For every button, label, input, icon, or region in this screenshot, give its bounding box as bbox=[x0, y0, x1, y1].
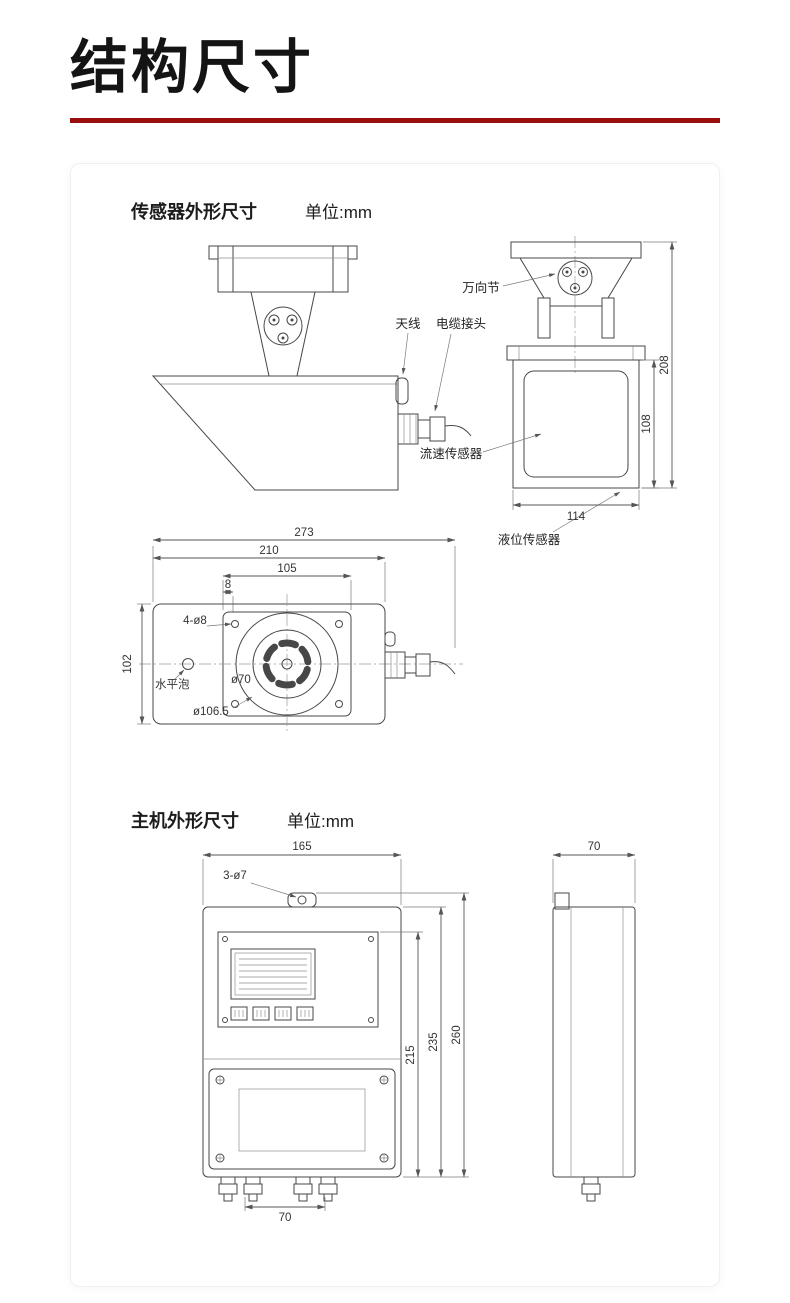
title-underline bbox=[70, 118, 720, 123]
level-bubble-leader bbox=[174, 669, 185, 680]
host-enclosure bbox=[202, 906, 402, 1178]
dim-8: 8 bbox=[222, 579, 234, 612]
cable-connector-side bbox=[397, 413, 472, 445]
cable-gland bbox=[243, 1176, 263, 1202]
dim-210-label: 210 bbox=[259, 545, 278, 557]
universal-joint-front bbox=[557, 260, 593, 296]
dim-8-label: 8 bbox=[225, 579, 231, 591]
host-section-title: 主机外形尺寸 bbox=[131, 811, 239, 831]
vent-grille bbox=[139, 594, 463, 734]
cable-gland bbox=[218, 1176, 238, 1202]
dim-260: 260 bbox=[316, 892, 469, 1178]
mount-holes-leader bbox=[206, 622, 232, 627]
cable-connector-bottom bbox=[384, 631, 456, 679]
page-title: 结构尺寸 bbox=[70, 35, 315, 100]
lcd-screen bbox=[230, 948, 316, 1000]
level-sensor-leader bbox=[552, 491, 621, 533]
dim-215-label: 215 bbox=[405, 1045, 417, 1064]
antenna-side bbox=[395, 377, 409, 405]
dim-260-label: 260 bbox=[451, 1025, 463, 1044]
level-sensor-label: 液位传感器 bbox=[498, 532, 561, 547]
antenna-leader bbox=[401, 332, 409, 375]
dim-114: 114 bbox=[512, 490, 640, 523]
dim-208: 208 bbox=[643, 241, 677, 489]
host-holes-leader bbox=[250, 882, 297, 898]
host-side-view: 70 bbox=[552, 841, 636, 1202]
host-front-view: 165 3-ø7 bbox=[202, 841, 469, 1224]
terminal-blocks bbox=[230, 1006, 314, 1021]
door-screws bbox=[215, 1075, 389, 1163]
sensor-drawing: 天线 电缆接头 bbox=[122, 236, 677, 734]
dim-108: 108 bbox=[641, 359, 659, 489]
universal-joint-leader bbox=[502, 273, 556, 287]
host-drawing: 165 3-ø7 bbox=[202, 841, 636, 1224]
mount-bracket-front bbox=[510, 241, 642, 339]
level-bubble bbox=[182, 658, 194, 670]
cable-glands bbox=[218, 1176, 338, 1202]
mount-bracket bbox=[208, 245, 358, 293]
circle-inner-label: ø70 bbox=[231, 674, 251, 686]
dim-165-label: 165 bbox=[292, 841, 311, 853]
dim-235-label: 235 bbox=[428, 1032, 440, 1051]
universal-joint-side bbox=[250, 291, 316, 377]
universal-joint-label: 万向节 bbox=[462, 280, 500, 295]
cable-connector-label: 电缆接头 bbox=[436, 316, 486, 331]
dim-208-label: 208 bbox=[659, 355, 671, 374]
dim-70-top-label: 70 bbox=[588, 841, 601, 853]
dim-108-label: 108 bbox=[641, 414, 653, 433]
mount-tab bbox=[287, 892, 317, 908]
circle-outer-label: ø106.5 bbox=[193, 706, 229, 718]
sensor-body-side bbox=[151, 375, 399, 491]
dim-105: 105 bbox=[222, 563, 352, 610]
drawing-card: 传感器外形尺寸 单位:mm bbox=[70, 163, 720, 1287]
dim-215: 215 bbox=[380, 931, 423, 1178]
terminal-door bbox=[208, 1068, 396, 1170]
sensor-unit-label: 单位:mm bbox=[305, 203, 373, 222]
dim-235: 235 bbox=[403, 906, 446, 1178]
antenna-label: 天线 bbox=[395, 317, 421, 331]
cable-gland-side bbox=[581, 1176, 601, 1202]
display-panel bbox=[217, 931, 379, 1028]
dim-102-label: 102 bbox=[122, 654, 134, 673]
circle-outer-leader bbox=[232, 696, 253, 709]
cable-connector-leader bbox=[434, 333, 452, 412]
dim-70-bottom-label: 70 bbox=[279, 1212, 292, 1224]
dim-165: 165 bbox=[202, 841, 402, 905]
dim-273-label: 273 bbox=[294, 527, 313, 539]
host-holes-label: 3-ø7 bbox=[223, 870, 247, 882]
sensor-body-front bbox=[506, 345, 646, 489]
cable-gland bbox=[318, 1176, 338, 1202]
mount-holes-label: 4-ø8 bbox=[183, 615, 207, 627]
sensor-front-view: 万向节 流速传感器 液位传感器 108 208 bbox=[420, 236, 677, 547]
dim-210: 210 bbox=[152, 545, 386, 602]
velocity-sensor-label: 流速传感器 bbox=[420, 446, 483, 461]
side-mount-tab bbox=[554, 892, 570, 910]
dim-105-label: 105 bbox=[277, 563, 296, 575]
level-bubble-label: 水平泡 bbox=[155, 677, 190, 691]
sensor-section-title: 传感器外形尺寸 bbox=[131, 202, 257, 222]
cable-gland bbox=[293, 1176, 313, 1202]
dim-273: 273 bbox=[152, 527, 456, 648]
sensor-section-header: 传感器外形尺寸 单位:mm bbox=[131, 198, 719, 224]
sensor-side-view: 天线 电缆接头 bbox=[151, 245, 486, 491]
velocity-sensor-leader bbox=[482, 433, 542, 453]
sensor-bottom-view: 273 210 105 8 bbox=[122, 527, 463, 734]
host-section-header: 主机外形尺寸 单位:mm bbox=[131, 807, 719, 833]
dim-70-top: 70 bbox=[552, 841, 636, 903]
host-unit-label: 单位:mm bbox=[287, 812, 355, 831]
dim-102: 102 bbox=[122, 603, 151, 725]
plate-holes bbox=[231, 620, 343, 708]
dim-114-label: 114 bbox=[567, 511, 586, 523]
dim-70-bottom: 70 bbox=[244, 1197, 326, 1224]
